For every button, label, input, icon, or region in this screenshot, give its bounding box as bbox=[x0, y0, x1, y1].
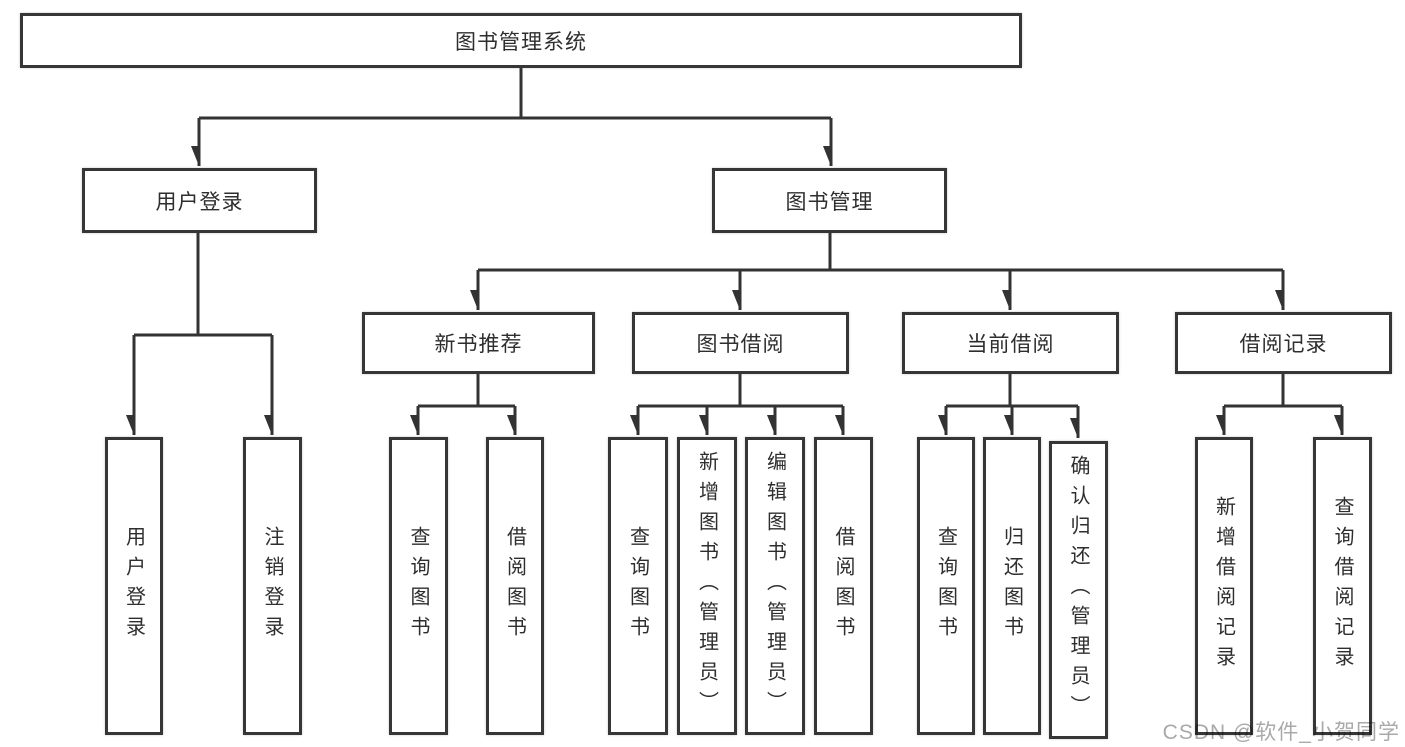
leaf-user-login: 用户登录 bbox=[105, 437, 163, 735]
leaf-query-borrow-record: 查询借阅记录 bbox=[1313, 437, 1372, 735]
leaf-add-borrow-record: 新增借阅记录 bbox=[1195, 437, 1253, 735]
leaf-edit-books-admin: 编辑图书（管理员） bbox=[745, 437, 805, 735]
node-current-borrow: 当前借阅 bbox=[902, 312, 1119, 374]
csdn-watermark: CSDN @软件_小贺同学 bbox=[1162, 721, 1400, 744]
branch-book-manage: 图书管理 bbox=[712, 168, 947, 233]
leaf-logout: 注销登录 bbox=[243, 437, 302, 735]
leaf-query-books-current: 查询图书 bbox=[917, 437, 975, 735]
branch-user-login: 用户登录 bbox=[82, 168, 317, 233]
node-new-book-recommend: 新书推荐 bbox=[362, 312, 595, 374]
leaf-add-books-admin: 新增图书（管理员） bbox=[677, 437, 737, 735]
leaf-confirm-return-admin: 确认归还（管理员） bbox=[1049, 441, 1108, 739]
leaf-return-books: 归还图书 bbox=[983, 437, 1041, 735]
leaf-borrow-books-recommend: 借阅图书 bbox=[486, 437, 544, 735]
leaf-query-books-borrow: 查询图书 bbox=[608, 437, 668, 735]
node-book-borrow: 图书借阅 bbox=[632, 312, 849, 374]
node-borrow-record: 借阅记录 bbox=[1175, 312, 1392, 374]
leaf-borrow-books: 借阅图书 bbox=[814, 437, 873, 735]
leaf-query-books-recommend: 查询图书 bbox=[389, 437, 448, 735]
root-node-book-management-system: 图书管理系统 bbox=[20, 13, 1022, 68]
